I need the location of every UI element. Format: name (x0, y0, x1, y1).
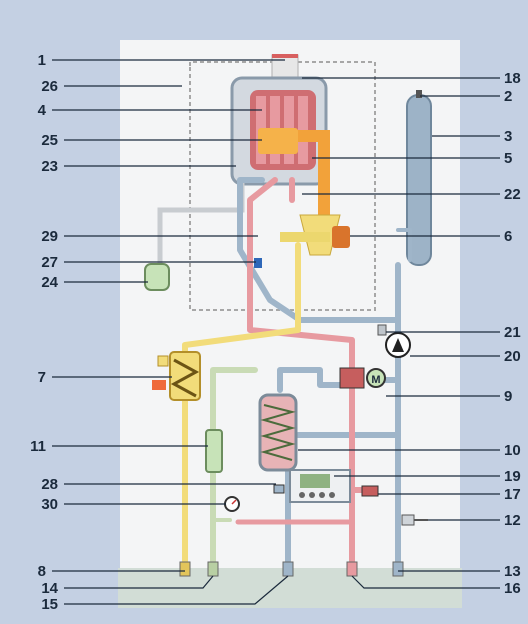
label-2: 2 (504, 88, 512, 105)
label-8: 8 (38, 563, 46, 580)
label-14: 14 (41, 580, 58, 597)
flow-sensor (205, 429, 223, 473)
drain-tap (401, 514, 428, 526)
label-16: 16 (504, 580, 521, 597)
label-23: 23 (41, 158, 58, 175)
label-7: 7 (38, 369, 46, 386)
bottom-connections (179, 561, 404, 577)
label-19: 19 (504, 468, 521, 485)
label-4: 4 (38, 102, 47, 119)
labels-right: 18 2 3 5 22 6 21 20 9 10 19 17 12 13 16 (504, 70, 521, 597)
label-5: 5 (504, 150, 512, 167)
label-30: 30 (41, 496, 58, 513)
label-20: 20 (504, 348, 521, 365)
label-28: 28 (41, 476, 58, 493)
label-1: 1 (38, 52, 46, 69)
diverter-valve: M (339, 367, 386, 389)
label-12: 12 (504, 512, 521, 529)
filling-valve (273, 484, 285, 494)
pump-motor-symbol: M (371, 374, 380, 386)
label-11: 11 (30, 438, 46, 455)
label-24: 24 (41, 274, 58, 291)
label-9: 9 (504, 388, 512, 405)
label-6: 6 (504, 228, 512, 245)
leader-lines-left (52, 59, 289, 605)
label-17: 17 (504, 486, 521, 503)
burner (258, 128, 298, 154)
label-26-left: 26 (41, 78, 58, 95)
plate-heat-exchanger (258, 393, 298, 472)
label-10: 10 (504, 442, 521, 459)
pipework (182, 177, 412, 573)
control-board (289, 469, 351, 503)
label-18: 18 (504, 70, 521, 87)
pressure-gauge (224, 496, 240, 512)
label-15: 15 (41, 596, 58, 613)
gas-fan-assembly (280, 214, 350, 256)
label-21: 21 (504, 324, 521, 341)
label-27: 27 (41, 254, 58, 271)
label-13: 13 (504, 563, 521, 580)
leader-lines-right (298, 77, 500, 589)
sealed-chamber-outline (189, 61, 376, 311)
label-22: 22 (504, 186, 521, 203)
label-3: 3 (504, 128, 512, 145)
labels-left: 1 26 4 25 23 29 27 24 7 11 28 30 8 14 15 (30, 52, 59, 613)
expansion-vessel (406, 90, 432, 266)
label-29: 29 (41, 228, 58, 245)
flue-outlet-rim (272, 54, 298, 58)
label-25: 25 (41, 132, 58, 149)
circulation-pump (377, 324, 411, 358)
gas-valve (152, 351, 201, 401)
pressure-sensor (254, 258, 262, 268)
pressure-relief-valve (361, 485, 379, 497)
